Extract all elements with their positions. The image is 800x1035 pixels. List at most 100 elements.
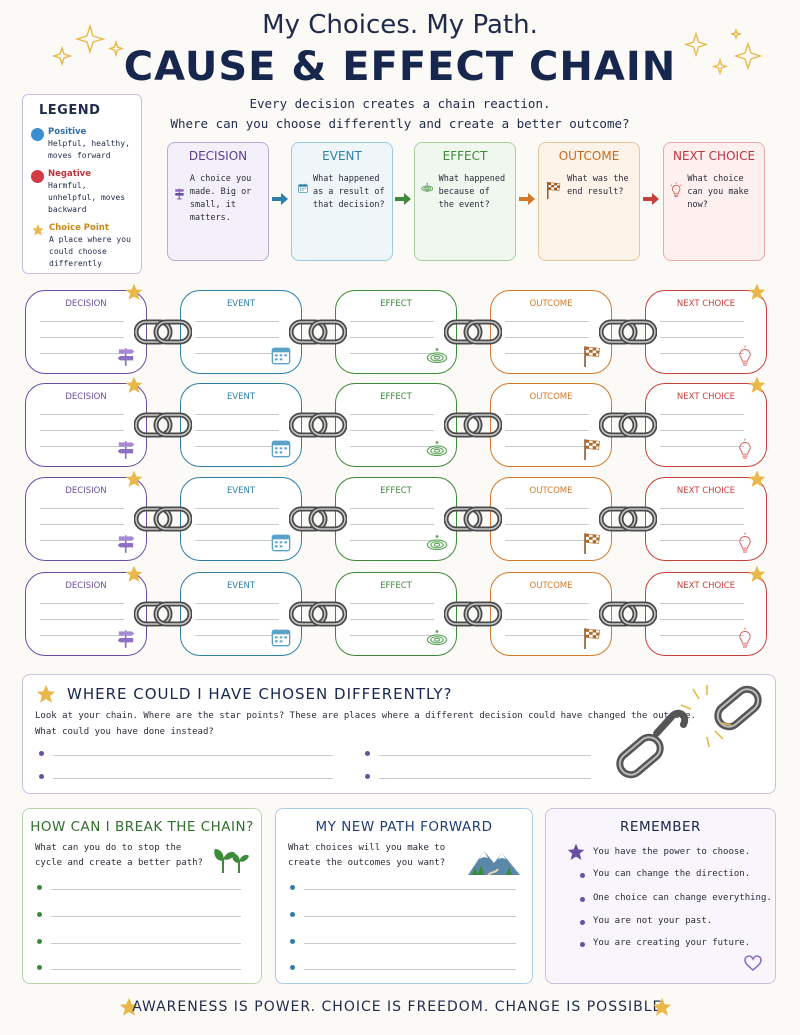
answer-line[interactable] [505, 508, 589, 509]
answer-line[interactable] [660, 430, 744, 431]
answer-line[interactable] [40, 619, 124, 620]
chain-card-next[interactable]: NEXT CHOICE [645, 383, 767, 467]
answer-line[interactable] [195, 446, 279, 447]
chain-card-outcome[interactable]: OUTCOME [490, 383, 612, 467]
answer-line[interactable] [379, 755, 591, 756]
answer-line[interactable] [350, 540, 434, 541]
answer-line[interactable] [40, 446, 124, 447]
chain-card-outcome[interactable]: OUTCOME [490, 477, 612, 561]
answer-line[interactable] [660, 540, 744, 541]
answer-line[interactable] [660, 635, 744, 636]
answer-line[interactable] [660, 603, 744, 604]
chain-card-next[interactable]: NEXT CHOICE [645, 572, 767, 656]
answer-line[interactable] [40, 414, 124, 415]
answer-line[interactable] [53, 778, 333, 779]
answer-line[interactable] [195, 635, 279, 636]
chain-link-icon [598, 318, 658, 346]
chain-card-decision[interactable]: DECISION [25, 572, 147, 656]
answer-line[interactable] [505, 321, 589, 322]
ripple-icon [426, 532, 448, 552]
chain-card-outcome[interactable]: OUTCOME [490, 290, 612, 374]
new-path-text: What choices will you make to create the… [288, 843, 446, 868]
answer-line[interactable] [505, 603, 589, 604]
chain-card-decision[interactable]: DECISION [25, 290, 147, 374]
chain-card-decision[interactable]: DECISION [25, 477, 147, 561]
answer-line[interactable] [350, 321, 434, 322]
answer-line[interactable] [350, 430, 434, 431]
answer-line[interactable] [304, 969, 516, 970]
answer-line[interactable] [350, 603, 434, 604]
answer-line[interactable] [195, 337, 279, 338]
answer-line[interactable] [505, 635, 589, 636]
answer-line[interactable] [195, 353, 279, 354]
answer-line[interactable] [40, 524, 124, 525]
answer-line[interactable] [505, 540, 589, 541]
answer-line[interactable] [51, 916, 241, 917]
answer-line[interactable] [40, 508, 124, 509]
new-path-panel: MY NEW PATH FORWARD What choices will yo… [275, 808, 533, 984]
answer-line[interactable] [660, 414, 744, 415]
answer-line[interactable] [660, 321, 744, 322]
answer-line[interactable] [304, 943, 516, 944]
answer-line[interactable] [505, 337, 589, 338]
answer-line[interactable] [195, 414, 279, 415]
answer-line[interactable] [350, 337, 434, 338]
chain-card-outcome[interactable]: OUTCOME [490, 572, 612, 656]
chain-card-event[interactable]: EVENT [180, 477, 302, 561]
chain-card-effect[interactable]: EFFECT [335, 572, 457, 656]
answer-line[interactable] [379, 778, 591, 779]
answer-line[interactable] [660, 619, 744, 620]
answer-line[interactable] [40, 430, 124, 431]
ripple-icon [426, 627, 448, 647]
answer-line[interactable] [505, 524, 589, 525]
answer-line[interactable] [505, 619, 589, 620]
chain-card-effect[interactable]: EFFECT [335, 383, 457, 467]
answer-line[interactable] [40, 321, 124, 322]
answer-line[interactable] [505, 414, 589, 415]
chain-card-next[interactable]: NEXT CHOICE [645, 290, 767, 374]
answer-line[interactable] [40, 540, 124, 541]
answer-line[interactable] [40, 353, 124, 354]
answer-line[interactable] [51, 969, 241, 970]
answer-line[interactable] [505, 446, 589, 447]
answer-line[interactable] [195, 508, 279, 509]
answer-line[interactable] [195, 540, 279, 541]
answer-line[interactable] [350, 414, 434, 415]
answer-line[interactable] [660, 337, 744, 338]
answer-line[interactable] [40, 635, 124, 636]
chain-card-event[interactable]: EVENT [180, 572, 302, 656]
answer-line[interactable] [505, 353, 589, 354]
answer-line[interactable] [350, 524, 434, 525]
remember-item: You are not your past. [593, 916, 713, 926]
chain-card-decision[interactable]: DECISION [25, 383, 147, 467]
answer-line[interactable] [660, 446, 744, 447]
chain-card-event[interactable]: EVENT [180, 383, 302, 467]
answer-line[interactable] [660, 353, 744, 354]
answer-line[interactable] [51, 943, 241, 944]
answer-line[interactable] [195, 619, 279, 620]
checkered-flag-icon [581, 345, 601, 367]
answer-line[interactable] [350, 635, 434, 636]
answer-line[interactable] [53, 755, 333, 756]
answer-line[interactable] [350, 353, 434, 354]
chain-card-effect[interactable]: EFFECT [335, 290, 457, 374]
chain-card-next[interactable]: NEXT CHOICE [645, 477, 767, 561]
chain-card-event[interactable]: EVENT [180, 290, 302, 374]
answer-line[interactable] [660, 508, 744, 509]
answer-line[interactable] [304, 916, 516, 917]
answer-line[interactable] [40, 337, 124, 338]
answer-line[interactable] [660, 524, 744, 525]
answer-line[interactable] [51, 889, 241, 890]
answer-line[interactable] [350, 508, 434, 509]
answer-line[interactable] [350, 446, 434, 447]
answer-line[interactable] [195, 524, 279, 525]
answer-line[interactable] [350, 619, 434, 620]
answer-line[interactable] [195, 321, 279, 322]
chain-card-effect[interactable]: EFFECT [335, 477, 457, 561]
answer-line[interactable] [505, 430, 589, 431]
answer-line[interactable] [304, 889, 516, 890]
answer-line[interactable] [40, 603, 124, 604]
answer-line[interactable] [195, 603, 279, 604]
answer-line[interactable] [195, 430, 279, 431]
